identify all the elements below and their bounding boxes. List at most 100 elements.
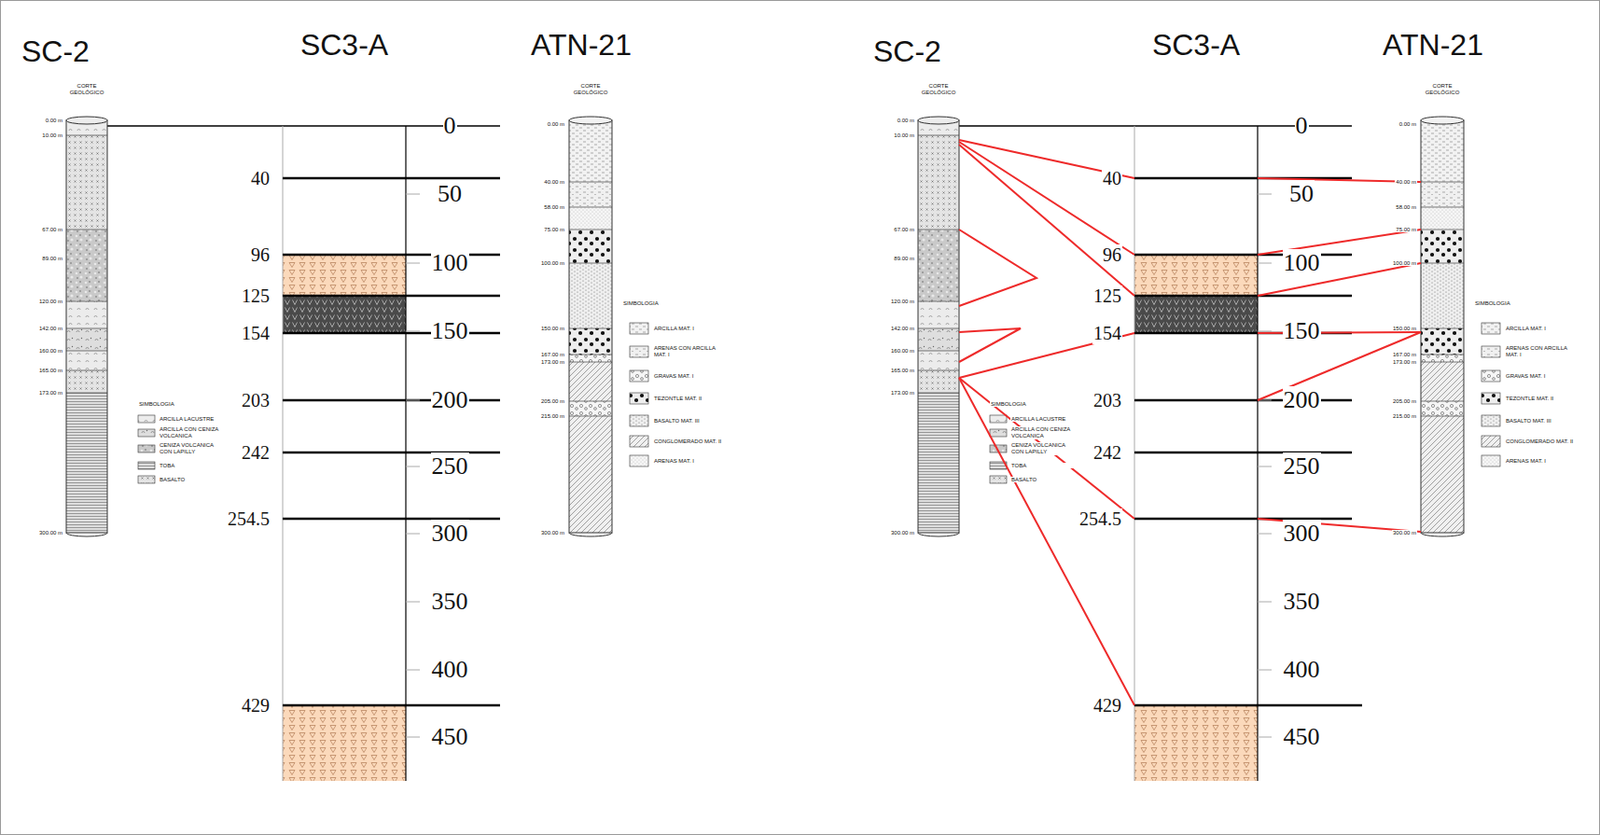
depth-label: 120.00 m — [890, 298, 916, 306]
depth-label: 160.00 m — [38, 347, 64, 355]
legend-text: TEZONTLE MAT. II — [1504, 395, 1577, 403]
depth-marker: 125 — [240, 285, 271, 307]
well-title: SC-2 — [20, 34, 91, 70]
well-title: SC3-A — [1151, 27, 1241, 63]
depth-marker: 242 — [1092, 442, 1123, 464]
legend-text: BASALTO MAT. III — [1504, 417, 1577, 425]
depth-label: 100.00 m — [1391, 260, 1418, 267]
correlation-line — [959, 377, 1135, 519]
depth-label: 0.00 m — [896, 117, 916, 125]
legend-text: ARCILLA LACUSTRE — [1010, 416, 1080, 423]
legend-text: CONGLOMERADO MAT. II — [1504, 438, 1577, 446]
legend-text: CENIZA VOLCANICA CON LAPILLY — [1010, 442, 1080, 455]
legend-text: ARENAS CON ARCILLA MAT. I — [653, 345, 725, 358]
legend-text: TEZONTLE MAT. II — [653, 395, 725, 403]
section-caption: CORTE GEOLÓGICO — [570, 83, 611, 97]
left-panel — [66, 116, 649, 781]
scale-number: 450 — [431, 723, 470, 752]
depth-label: 40.00 m — [542, 179, 566, 186]
depth-label: 0.00 m — [546, 121, 566, 128]
scale-number: 150 — [431, 317, 470, 346]
scale-number: 350 — [1282, 587, 1322, 616]
depth-label: 300.00 m — [38, 529, 64, 537]
correlation-line — [959, 141, 1135, 255]
legend-text: TOBA — [1010, 462, 1080, 470]
scale-number: 200 — [431, 386, 470, 415]
depth-marker: 40 — [250, 167, 271, 190]
well-column: ATN-21CORTE GEOLÓGICO — [1420, 120, 1464, 533]
scale-number: 50 — [436, 180, 463, 209]
depth-label: 160.00 m — [890, 347, 916, 355]
legend-text: BASALTO — [1010, 476, 1080, 484]
legend-text: TOBA — [158, 462, 228, 470]
depth-marker: 203 — [1092, 389, 1123, 412]
drawing-part — [1351, 704, 1363, 708]
depth-label: 120.00 m — [38, 298, 64, 306]
depth-label: 150.00 m — [540, 325, 566, 333]
depth-label: 173.00 m — [540, 359, 566, 366]
depth-label: 300.00 m — [890, 529, 916, 537]
legend-text: ARCILLA CON CENIZA VOLCANICA — [158, 426, 228, 439]
depth-label: 10.00 m — [41, 132, 64, 140]
depth-label: 75.00 m — [1394, 226, 1418, 234]
depth-marker: 203 — [240, 389, 271, 412]
depth-marker: 40 — [1101, 167, 1123, 190]
depth-marker: 125 — [1092, 285, 1123, 307]
depth-marker: 254.5 — [226, 508, 271, 530]
depth-label: 215.00 m — [1391, 413, 1418, 420]
depth-marker: 154 — [240, 322, 271, 345]
depth-label: 0.00 m — [1398, 121, 1418, 128]
depth-label: 67.00 m — [41, 226, 64, 234]
legend-text: ARCILLA MAT. I — [653, 325, 725, 333]
well-column: SC-2CORTE GEOLÓGICO — [918, 120, 960, 533]
well-title: SC-2 — [872, 34, 943, 70]
depth-marker: 429 — [1092, 695, 1123, 717]
legend-text: CENIZA VOLCANICA CON LAPILLY — [158, 442, 228, 455]
depth-marker: 429 — [240, 695, 271, 717]
legend-text: GRAVAS MAT. I — [653, 373, 725, 380]
depth-label: 215.00 m — [540, 413, 566, 420]
depth-label: 205.00 m — [1391, 398, 1418, 405]
section-caption: CORTE GEOLÓGICO — [67, 83, 107, 97]
legend-text: CONGLOMERADO MAT. II — [653, 438, 725, 446]
legend-text: GRAVAS MAT. I — [1504, 373, 1577, 380]
depth-label: 142.00 m — [890, 325, 916, 333]
legend-heading: SIMBOLOGIA — [1474, 300, 1512, 307]
depth-label: 205.00 m — [540, 398, 566, 405]
depth-label: 173.00 m — [890, 389, 916, 397]
depth-label: 300.00 m — [540, 529, 566, 537]
depth-label: 165.00 m — [890, 367, 916, 375]
legend-heading: SIMBOLOGIA — [622, 300, 660, 307]
drawing-part — [959, 229, 1037, 307]
legend-text: ARENAS CON ARCILLA MAT. I — [1504, 345, 1577, 358]
well-column: SC3-A — [282, 125, 406, 781]
depth-label: 89.00 m — [892, 255, 916, 263]
legend-text: ARENAS MAT. I — [653, 458, 725, 465]
depth-marker: 96 — [1101, 244, 1123, 266]
legend-text: BASALTO — [158, 476, 228, 484]
well-column: ATN-21CORTE GEOLÓGICO — [569, 120, 613, 533]
scale-number: 200 — [1282, 386, 1322, 415]
legend-text: ARENAS MAT. I — [1504, 458, 1577, 465]
depth-marker: 154 — [1092, 322, 1123, 345]
depth-label: 300.00 m — [1391, 529, 1418, 537]
correlation-line — [959, 144, 1135, 296]
depth-label: 100.00 m — [540, 260, 566, 267]
legend-text: ARCILLA MAT. I — [1504, 325, 1577, 333]
legend-heading: SIMBOLOGIA — [138, 401, 176, 408]
depth-label: 167.00 m — [540, 351, 566, 359]
scale-number: 450 — [1282, 723, 1322, 752]
scale-number: 400 — [1282, 655, 1322, 684]
depth-label: 58.00 m — [1394, 204, 1418, 211]
drawing-part — [959, 328, 1021, 362]
legend-text: ARCILLA CON CENIZA VOLCANICA — [1010, 426, 1080, 439]
depth-label: 10.00 m — [892, 132, 916, 140]
well-title: ATN-21 — [529, 27, 633, 63]
section-caption: CORTE GEOLÓGICO — [1422, 83, 1462, 97]
depth-label: 173.00 m — [1391, 359, 1418, 366]
scale-number: 100 — [431, 249, 470, 278]
scale-number: 250 — [431, 452, 470, 481]
